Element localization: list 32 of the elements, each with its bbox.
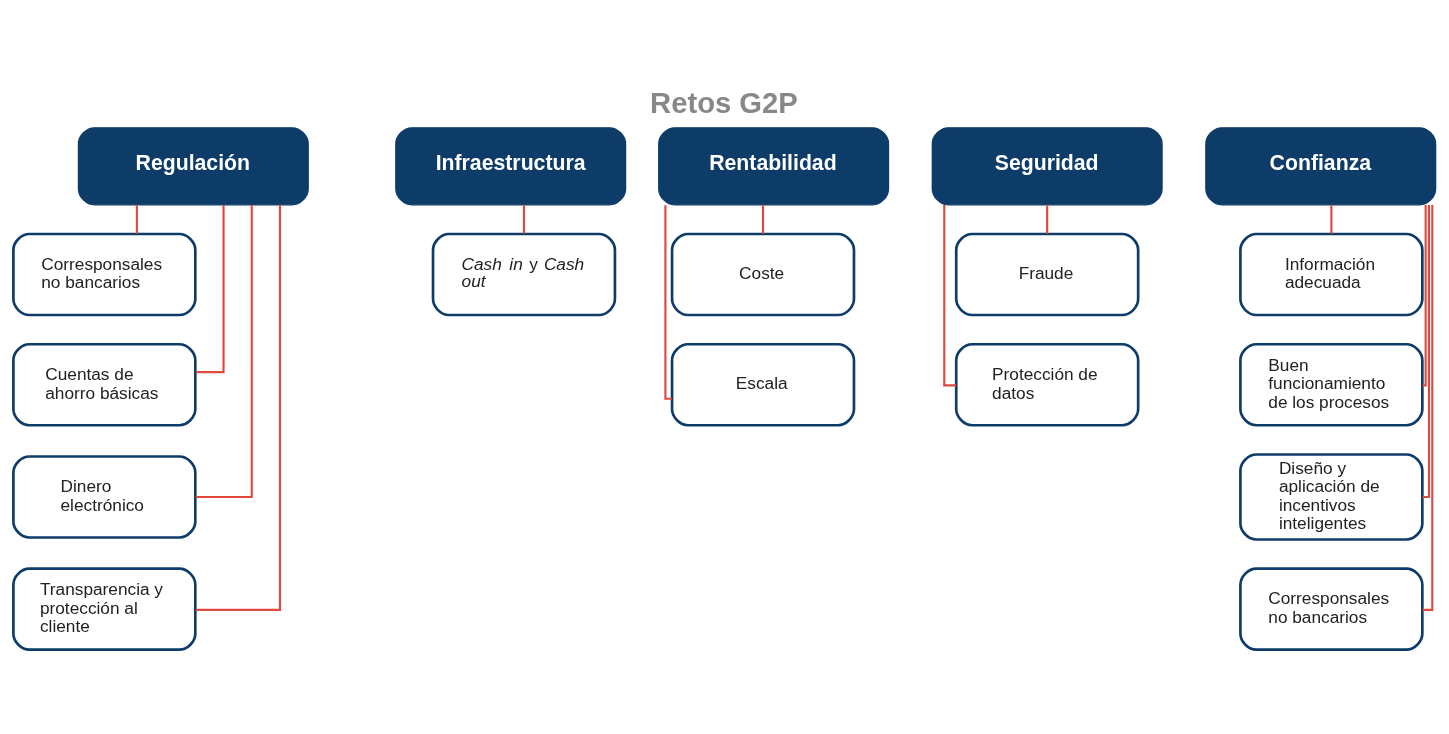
connector (195, 204, 253, 498)
connector (943, 204, 957, 386)
node-box: Confianza (1205, 126, 1437, 205)
connector (522, 204, 526, 234)
connector (1422, 204, 1431, 498)
connector (195, 204, 282, 611)
node-box: Información adecuada (1239, 232, 1424, 316)
connector (1046, 204, 1049, 234)
node-box: Rentabilidad (658, 126, 890, 205)
node-box: Corresponsales no bancarios (12, 232, 197, 316)
connector (195, 204, 225, 373)
node-box: Seguridad (931, 126, 1163, 205)
node-box: Cash in y Cash out (431, 232, 617, 316)
node-box: Infraestructura (395, 126, 627, 205)
connector (135, 204, 138, 234)
node-box: Coste (670, 232, 856, 316)
connector (1422, 204, 1434, 611)
node-box: Protección de datos (954, 342, 1140, 427)
node-box: Corresponsales no bancarios (1239, 566, 1424, 651)
node-box: Diseño y aplicación de incentivos inteligentes (1239, 452, 1424, 541)
node-box: Fraude (954, 232, 1140, 316)
node-box: Escala (670, 342, 856, 427)
node-box: Buen funcionamiento de los procesos (1239, 342, 1424, 427)
connector (761, 204, 765, 234)
connector (1422, 204, 1427, 386)
connector (664, 204, 672, 400)
node-box: Transparencia y protección al cliente (12, 566, 197, 651)
node-box: Dinero electrónico (12, 454, 197, 539)
diagram-title: Retos G2P (650, 86, 798, 119)
connector (1330, 204, 1333, 234)
node-box: Regulación (77, 126, 309, 205)
node-box: Cuentas de ahorro básicas (12, 342, 197, 427)
